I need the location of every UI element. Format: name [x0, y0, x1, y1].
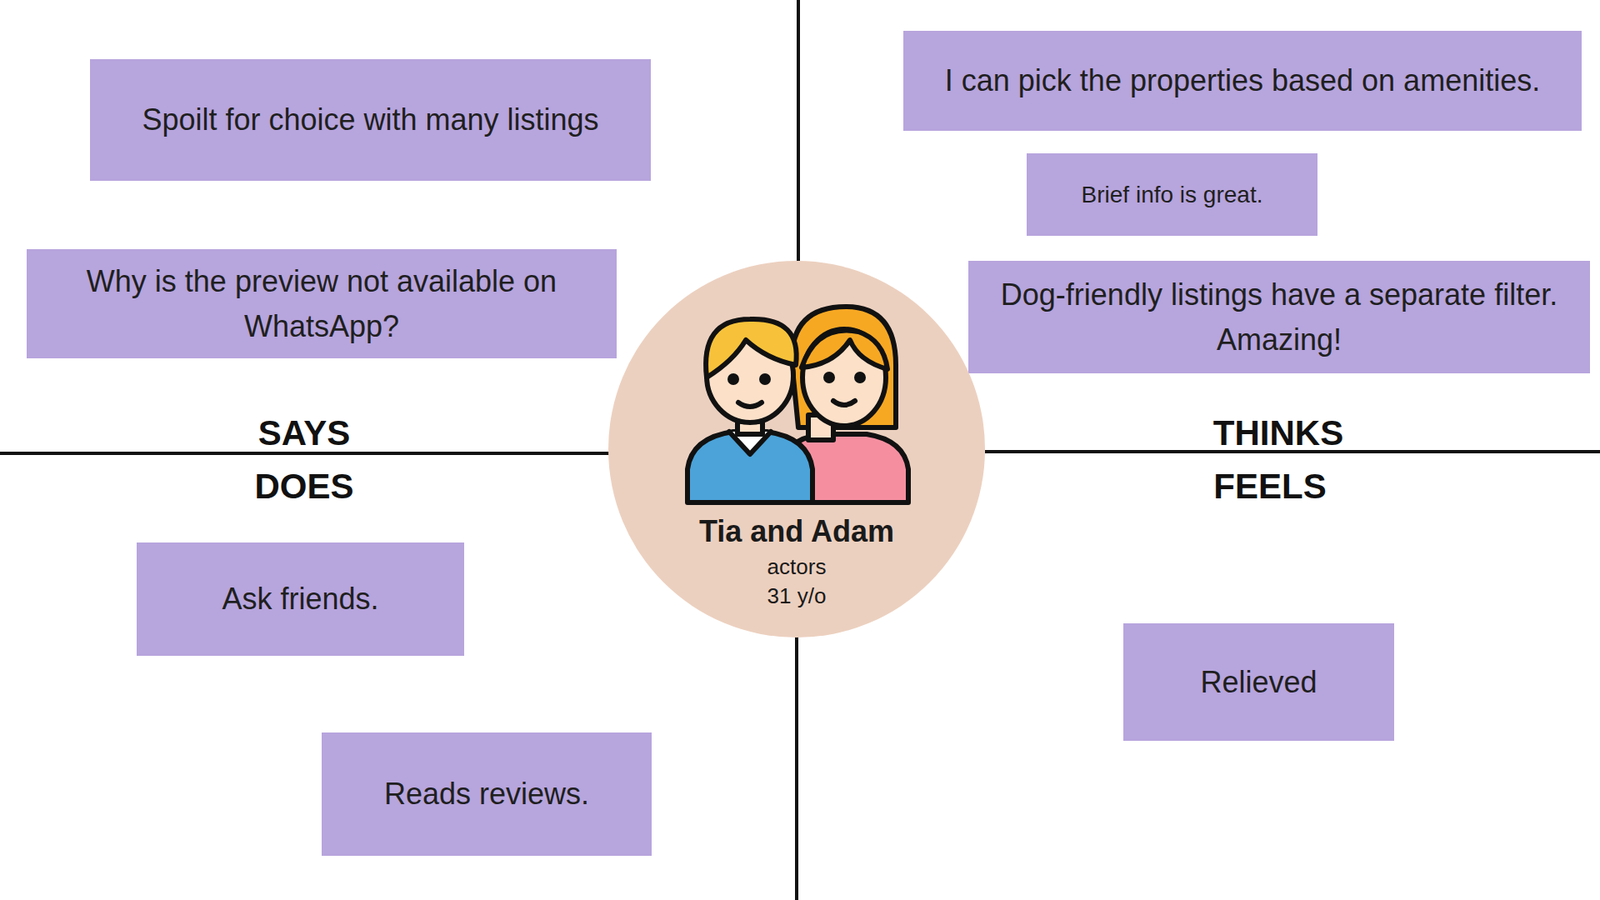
quadrant-label: THINKS: [1213, 413, 1344, 454]
persona-detail: actors: [767, 554, 827, 580]
note-text: Why is the preview not available on What…: [41, 259, 602, 350]
quadrant-label: DOES: [254, 466, 354, 507]
sticky-note: Ask friends.: [136, 542, 465, 656]
note-text: Spoilt for choice with many listings: [141, 97, 599, 143]
sticky-note: Spoilt for choice with many listings: [90, 59, 651, 181]
sticky-note: Dog-friendly listings have a separate fi…: [968, 260, 1590, 374]
note-text: Relieved: [1200, 660, 1317, 705]
note-text: Brief info is great.: [1081, 177, 1264, 213]
quadrant-label: FEELS: [1213, 466, 1326, 507]
note-text: Reads reviews.: [384, 771, 590, 817]
people-icon: [608, 260, 985, 638]
note-text: Dog-friendly listings have a separate fi…: [983, 272, 1575, 363]
sticky-note: I can pick the properties based on ameni…: [903, 30, 1582, 131]
persona-name: Tia and Adam: [699, 514, 895, 550]
sticky-note: Relieved: [1123, 623, 1395, 741]
sticky-note: Why is the preview not available on What…: [26, 249, 617, 359]
persona-detail: 31 y/o: [767, 583, 827, 610]
persona-text-group: Tia and Adam actors 31 y/o: [608, 510, 985, 610]
note-text: I can pick the properties based on ameni…: [945, 58, 1540, 104]
axis-line: [796, 0, 800, 261]
axis-line: [795, 622, 799, 900]
sticky-note: Brief info is great.: [1026, 153, 1318, 236]
note-text: Ask friends.: [221, 576, 379, 622]
persona-circle: Tia and Adam actors 31 y/o: [608, 260, 985, 638]
sticky-note: Reads reviews.: [321, 732, 652, 856]
quadrant-label: SAYS: [258, 413, 351, 454]
